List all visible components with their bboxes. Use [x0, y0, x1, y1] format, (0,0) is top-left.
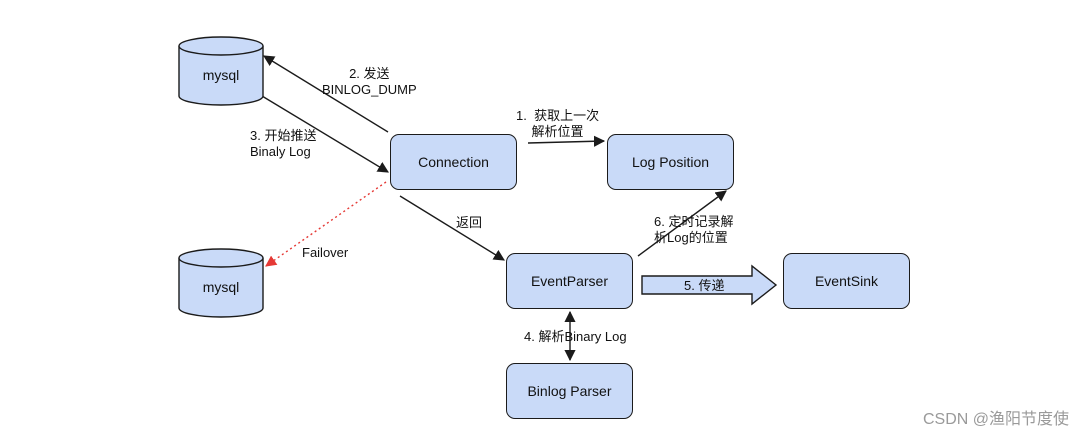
mysql-top-label: mysql: [202, 67, 240, 83]
arrow-start-push: [261, 95, 389, 173]
edge-label-send-dump: 2. 发送 BINLOG_DUMP: [322, 66, 417, 97]
edge-label-record-position: 6. 定时记录解 析Log的位置: [654, 214, 734, 245]
mysql-bottom-label: mysql: [202, 279, 240, 295]
log-position-node: Log Position: [607, 134, 734, 190]
arrow-transfer: [641, 264, 778, 306]
mysql-database-top: mysql: [178, 36, 264, 106]
event-sink-node: EventSink: [783, 253, 910, 309]
mysql-database-bottom: mysql: [178, 248, 264, 318]
edge-label-get-position: 1. 获取上一次 解析位置: [516, 108, 600, 139]
arrow-send-dump: [263, 55, 389, 133]
event-parser-node: EventParser: [506, 253, 633, 309]
database-cylinder-icon: [178, 248, 264, 318]
event-sink-label: EventSink: [814, 273, 879, 289]
watermark: CSDN @渔阳节度使: [922, 411, 1069, 428]
arrow-return: [399, 195, 505, 261]
edge-label-failover: Failover: [302, 245, 349, 260]
edge-label-return: 返回: [456, 215, 483, 230]
edge-label-start-push: 3. 开始推送 Binaly Log: [250, 128, 317, 159]
database-cylinder-icon: [178, 36, 264, 106]
binlog-parser-node: Binlog Parser: [506, 363, 633, 419]
connection-label: Connection: [418, 154, 489, 170]
edge-label-parse-binary-log: 4. 解析Binary Log: [524, 329, 627, 344]
event-parser-label: EventParser: [530, 273, 609, 289]
connection-node: Connection: [390, 134, 517, 190]
arrow-record-position: [637, 190, 727, 257]
binlog-parser-label: Binlog Parser: [527, 383, 612, 399]
arrow-get-position: [527, 135, 606, 147]
log-position-label: Log Position: [631, 154, 710, 170]
edge-label-transfer: 5. 传递: [684, 278, 725, 293]
